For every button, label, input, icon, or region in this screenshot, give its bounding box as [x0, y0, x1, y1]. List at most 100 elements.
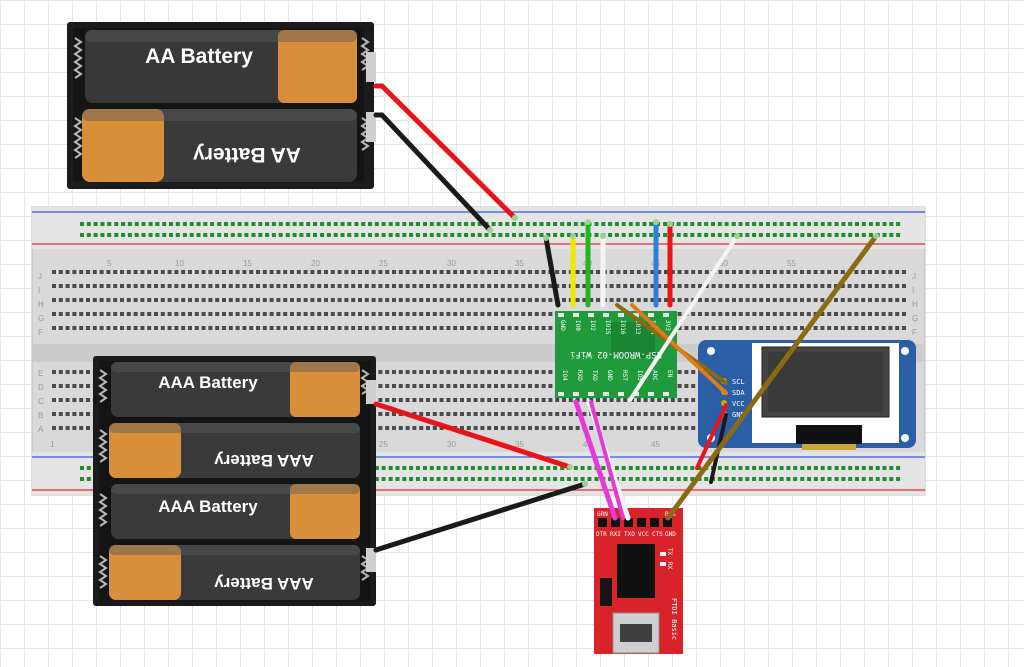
breadboard-hole: [107, 222, 112, 226]
breadboard-hole: [779, 284, 784, 288]
breadboard-hole: [388, 222, 393, 226]
breadboard-hole: [446, 298, 451, 302]
wire-magenta-txo[interactable]: [589, 400, 625, 520]
breadboard-hole: [381, 466, 386, 470]
wire-black-esp-gnd[interactable]: [543, 235, 561, 308]
aaa-battery-holder[interactable]: AAA Battery AAA Battery AAA Battery AAA …: [93, 356, 376, 606]
breadboard-hole: [470, 233, 475, 237]
breadboard-hole: [262, 298, 267, 302]
breadboard-hole: [698, 326, 702, 330]
breadboard-hole: [505, 466, 510, 470]
breadboard-hole: [630, 298, 634, 302]
breadboard-hole: [58, 298, 63, 302]
breadboard-hole: [208, 270, 213, 274]
breadboard-hole: [374, 233, 379, 237]
breadboard-hole: [521, 426, 526, 430]
breadboard-hole: [473, 270, 478, 274]
breadboard-hole: [596, 284, 600, 288]
row-letter: G: [38, 314, 44, 323]
breadboard-hole: [643, 412, 648, 416]
breadboard-hole: [317, 298, 322, 302]
breadboard-hole: [235, 284, 240, 288]
breadboard-hole: [52, 284, 56, 288]
breadboard-hole: [546, 477, 551, 481]
breadboard-hole: [534, 398, 539, 402]
breadboard-hole: [677, 298, 682, 302]
breadboard-hole: [113, 312, 118, 316]
breadboard-hole: [623, 412, 628, 416]
breadboard-hole: [351, 326, 356, 330]
breadboard-hole: [539, 233, 544, 237]
breadboard-hole: [385, 412, 390, 416]
breadboard-hole: [480, 370, 485, 374]
breadboard-hole: [364, 284, 369, 288]
wire-end-caps: [487, 215, 879, 487]
breadboard-hole: [354, 222, 359, 226]
breadboard-hole: [310, 326, 315, 330]
breadboard-hole: [415, 477, 420, 481]
breadboard-hole: [663, 477, 668, 481]
breadboard-hole: [507, 284, 512, 288]
breadboard-hole: [896, 222, 901, 226]
breadboard-hole: [269, 298, 274, 302]
breadboard-hole: [650, 412, 655, 416]
breadboard-hole: [711, 312, 716, 316]
breadboard-hole: [601, 466, 606, 470]
breadboard-hole: [861, 222, 866, 226]
wire-red-oled-vcc[interactable]: [695, 403, 728, 470]
breadboard-hole: [412, 426, 417, 430]
breadboard-hole: [228, 270, 233, 274]
breadboard-hole: [731, 222, 736, 226]
wire-red-aa-positive[interactable]: [373, 83, 518, 221]
breadboard-hole: [616, 298, 621, 302]
breadboard-hole: [395, 477, 400, 481]
breadboard-hole: [58, 312, 63, 316]
breadboard-hole: [344, 298, 349, 302]
wire-black-aa-negative[interactable]: [373, 112, 493, 233]
breadboard-hole: [402, 233, 407, 237]
breadboard-hole: [296, 298, 301, 302]
breadboard-hole: [840, 270, 845, 274]
breadboard-hole: [704, 326, 709, 330]
wire-magenta-rxd[interactable]: [573, 399, 618, 521]
breadboard-hole: [344, 326, 349, 330]
breadboard-hole: [86, 384, 90, 388]
breadboard-hole: [351, 312, 356, 316]
breadboard-hole: [405, 270, 410, 274]
breadboard-hole: [155, 233, 160, 237]
breadboard-hole: [759, 312, 764, 316]
wire-orange-sda[interactable]: [630, 303, 728, 395]
breadboard-hole: [337, 326, 342, 330]
breadboard-hole: [745, 222, 750, 226]
breadboard-hole: [793, 312, 798, 316]
wire-red-aaa-positive[interactable]: [373, 401, 573, 470]
breadboard-hole: [235, 312, 240, 316]
breadboard-hole: [518, 466, 523, 470]
breadboard-hole: [759, 284, 764, 288]
breadboard-hole: [244, 222, 249, 226]
wire-white-long[interactable]: [628, 234, 739, 402]
breadboard-hole: [664, 270, 668, 274]
breadboard-hole: [419, 398, 424, 402]
breadboard-hole: [429, 222, 434, 226]
breadboard-hole: [874, 312, 879, 316]
breadboard-hole: [683, 222, 688, 226]
breadboard-hole: [854, 284, 859, 288]
breadboard-hole: [902, 298, 906, 302]
breadboard-hole: [405, 398, 410, 402]
breadboard-hole: [539, 466, 544, 470]
breadboard-hole: [494, 412, 498, 416]
breadboard-hole: [786, 298, 791, 302]
wire-black-aaa-negative[interactable]: [373, 481, 588, 553]
breadboard-hole: [766, 298, 770, 302]
wire-brown-ftdi-gnd[interactable]: [665, 233, 879, 521]
breadboard-hole: [732, 284, 736, 288]
breadboard-hole: [473, 284, 478, 288]
breadboard-hole: [364, 298, 369, 302]
breadboard-hole: [628, 233, 633, 237]
breadboard-hole: [80, 466, 84, 470]
ftdi-basic-board[interactable]: GRN BLK DTR RXI TXO VCC CTS GND TX RX FT…: [594, 508, 683, 654]
aa-battery-holder[interactable]: AA Battery AA Battery: [67, 22, 376, 189]
breadboard-hole: [457, 222, 462, 226]
breadboard-hole: [487, 298, 492, 302]
